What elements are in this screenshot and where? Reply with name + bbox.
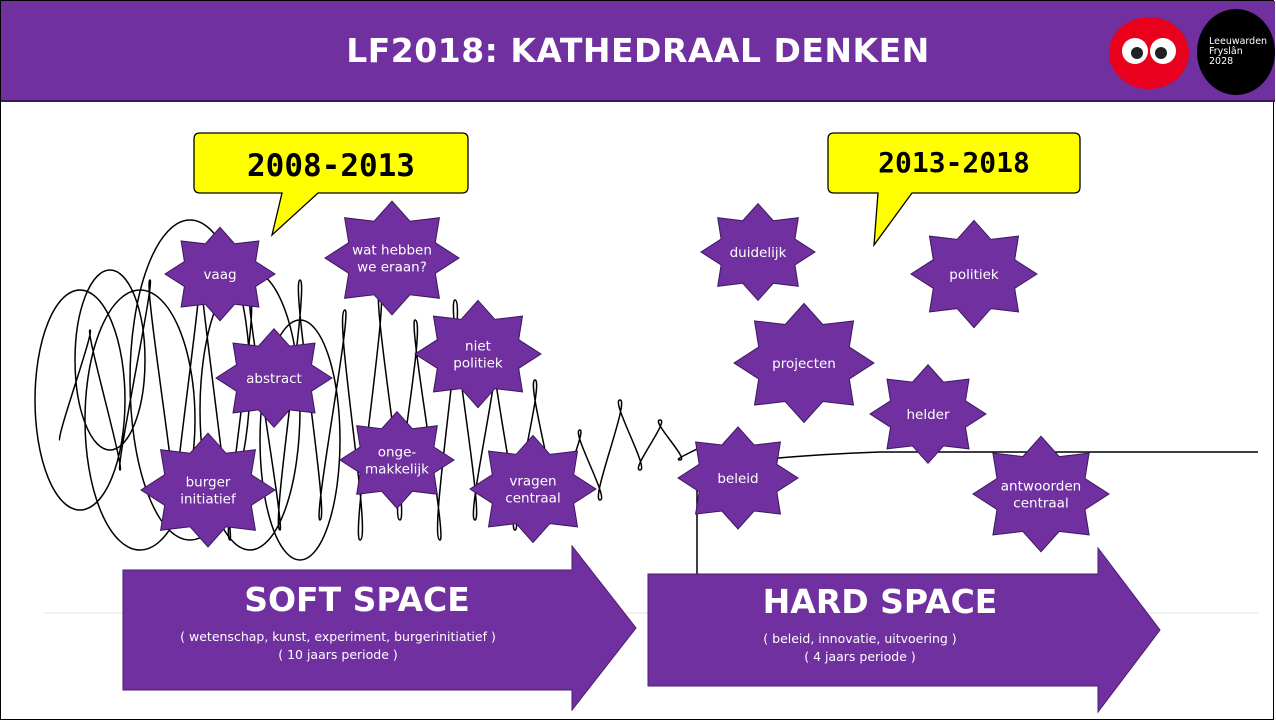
owl-logo-icon xyxy=(1109,17,1189,89)
soft-space-arrow: SOFT SPACE ( wetenschap, kunst, experime… xyxy=(122,544,637,712)
star-shape xyxy=(339,410,455,510)
star-label: helder xyxy=(906,407,949,423)
star-label: vaag xyxy=(203,267,236,283)
star-label: initiatief xyxy=(180,492,237,508)
leeuwarden-logo-text: Leeuwarden Fryslân 2028 xyxy=(1209,36,1268,67)
hard-space-arrow: HARD SPACE ( beleid, innovatie, uitvoeri… xyxy=(647,546,1161,714)
hard-star-4: beleid xyxy=(677,426,799,530)
star-shape xyxy=(972,435,1110,553)
callout-label: 2008-2013 xyxy=(247,148,415,184)
star-label: centraal xyxy=(1013,496,1068,512)
star-label: makkelijk xyxy=(365,462,429,478)
hard-star-2: projecten xyxy=(733,302,875,424)
soft-space-title: SOFT SPACE xyxy=(244,580,470,619)
star-label: burger xyxy=(186,475,231,491)
star-shape xyxy=(324,200,460,316)
callout-2008-2013: 2008-2013 xyxy=(193,132,469,237)
hard-space-subtitle: ( beleid, innovatie, uitvoering ) xyxy=(763,631,956,646)
hard-star-3: helder xyxy=(869,363,987,465)
star-shape xyxy=(414,299,542,409)
star-label: beleid xyxy=(717,471,758,487)
callout-2013-2018: 2013-2018 xyxy=(827,132,1081,248)
hard-star-1: politiek xyxy=(910,219,1038,329)
star-shape xyxy=(469,434,597,544)
star-shape xyxy=(869,363,987,465)
hard-space-title: HARD SPACE xyxy=(763,582,998,621)
star-label: politiek xyxy=(453,356,503,372)
star-label: projecten xyxy=(772,356,836,372)
hard-star-0: duidelijk xyxy=(700,202,816,302)
star-shape xyxy=(215,327,333,429)
star-label: abstract xyxy=(246,371,302,387)
star-shape xyxy=(733,302,875,424)
soft-space-subtitle: ( wetenschap, kunst, experiment, burgeri… xyxy=(180,629,496,644)
star-shape xyxy=(164,226,276,322)
callout-label: 2013-2018 xyxy=(878,146,1030,179)
slide-title: LF2018: KATHEDRAAL DENKEN xyxy=(346,31,930,70)
star-label: antwoorden xyxy=(1001,479,1081,495)
hard-space-period: ( 4 jaars periode ) xyxy=(804,649,916,664)
star-label: centraal xyxy=(505,491,560,507)
header-bar: LF2018: KATHEDRAAL DENKEN xyxy=(1,1,1275,102)
soft-star-0: vaag xyxy=(164,226,276,322)
star-label: onge- xyxy=(378,445,417,461)
soft-star-5: onge-makkelijk xyxy=(339,410,455,510)
star-label: duidelijk xyxy=(730,245,787,261)
star-shape xyxy=(677,426,799,530)
leeuwarden-logo-icon xyxy=(1197,9,1275,95)
star-label: we eraan? xyxy=(357,260,427,276)
star-label: niet xyxy=(465,339,491,355)
star-shape xyxy=(700,202,816,302)
star-shape xyxy=(910,219,1038,329)
star-shape xyxy=(140,432,276,548)
soft-space-period: ( 10 jaars periode ) xyxy=(278,647,398,662)
soft-star-3: abstract xyxy=(215,327,333,429)
star-label: politiek xyxy=(949,267,999,283)
soft-star-4: burgerinitiatief xyxy=(140,432,276,548)
star-label: wat hebben xyxy=(352,243,432,259)
star-label: vragen xyxy=(509,474,556,490)
